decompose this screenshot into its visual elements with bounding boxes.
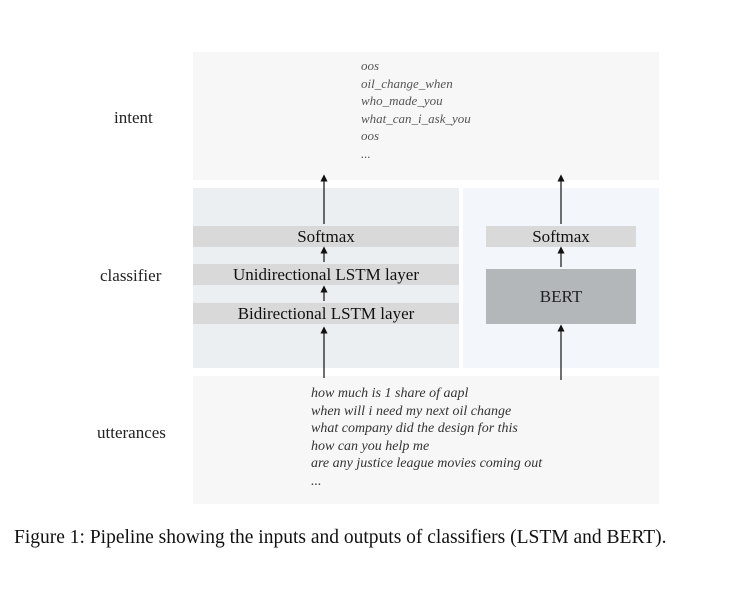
utterance-item: how much is 1 share of aapl bbox=[311, 386, 469, 401]
utterance-item: when will i need my next oil change bbox=[311, 403, 512, 419]
intent-list: oos oil_change_when who_made_you what_ca… bbox=[361, 57, 471, 162]
intent-item: what_can_i_ask_you bbox=[361, 110, 471, 126]
figure-caption: Figure 1: Pipeline showing the inputs an… bbox=[14, 527, 667, 548]
utterances-panel bbox=[193, 376, 659, 504]
bidirectional-lstm-layer: Bidirectional LSTM layer bbox=[193, 303, 459, 324]
row-label-intent: intent bbox=[114, 108, 153, 127]
intent-item: oos bbox=[361, 128, 380, 143]
row-label-utterances: utterances bbox=[97, 423, 166, 442]
row-label-classifier: classifier bbox=[100, 266, 162, 285]
bert-model-box: BERT bbox=[486, 269, 636, 324]
lstm-softmax-layer: Softmax bbox=[193, 226, 459, 247]
utterance-item: how can you help me bbox=[311, 438, 430, 454]
utterance-item: what company did the design for this bbox=[311, 421, 518, 436]
unidirectional-lstm-layer: Unidirectional LSTM layer bbox=[193, 264, 459, 285]
intent-item: oos bbox=[361, 58, 380, 73]
utterance-item: are any justice league movies coming out bbox=[311, 456, 543, 471]
intent-item: ... bbox=[361, 145, 371, 161]
utterance-list: how much is 1 share of aapl when will i … bbox=[311, 385, 542, 490]
bert-softmax-layer: Softmax bbox=[486, 226, 636, 247]
utterance-item: ... bbox=[311, 473, 322, 489]
intent-item: who_made_you bbox=[361, 93, 443, 108]
intent-panel bbox=[193, 52, 659, 180]
intent-item: oil_change_when bbox=[361, 75, 453, 91]
